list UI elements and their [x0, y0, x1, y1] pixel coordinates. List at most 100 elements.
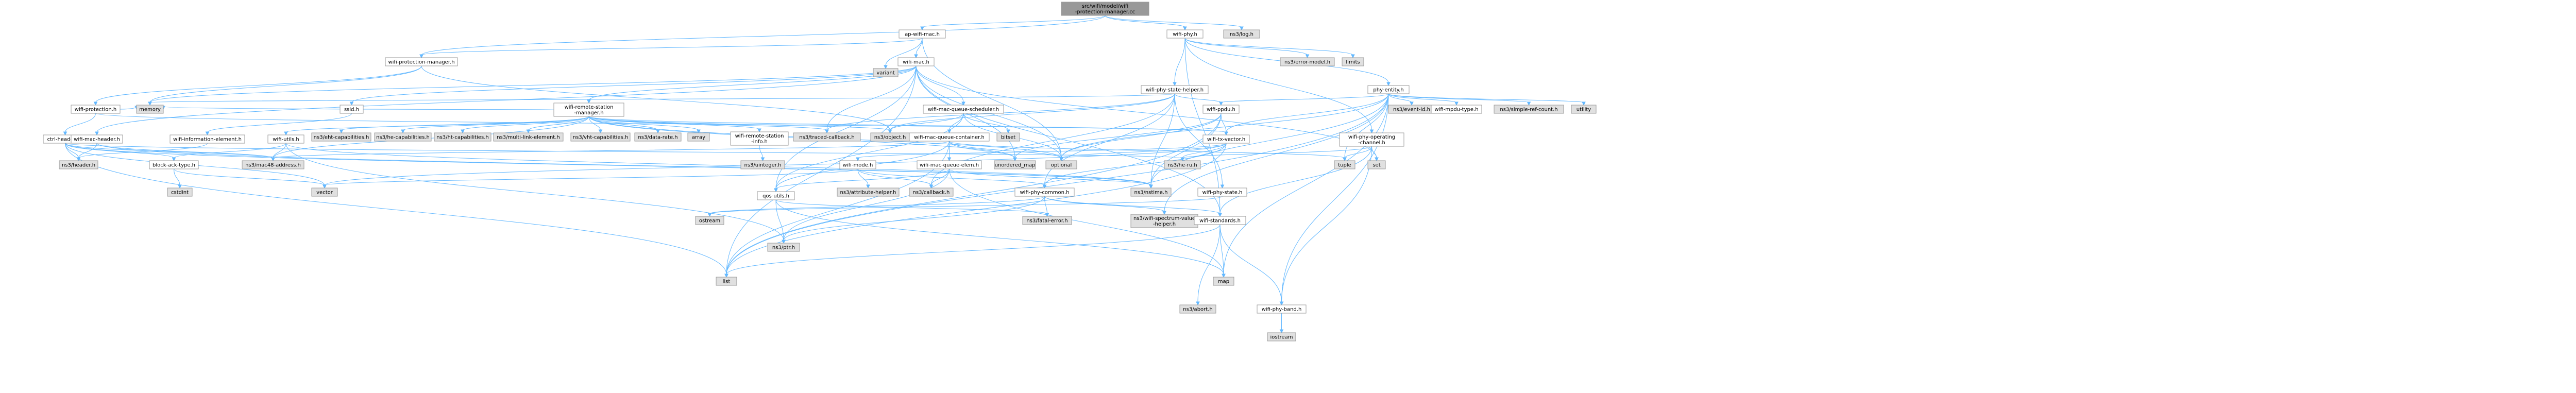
node-ns3-vht-capabilities[interactable]: ns3/vht-capabilities.h [570, 132, 631, 142]
node-box [1280, 57, 1335, 66]
node-box [1014, 187, 1075, 197]
edge-wifi_utils-to-block_ack_type [172, 143, 286, 162]
node-qos-utils[interactable]: qos-utils.h [757, 191, 795, 200]
node-box [909, 132, 990, 142]
node-optional[interactable]: optional [1045, 160, 1077, 169]
node-wifi-mac[interactable]: wifi-mac.h [897, 57, 935, 66]
node-box [311, 132, 371, 142]
node-bitset[interactable]: bitset [996, 132, 1020, 142]
node-map[interactable]: map [1213, 277, 1234, 286]
node-label: optional [1051, 163, 1072, 168]
edge-phy_entity-to-map [1222, 93, 1389, 278]
node-label: wifi-phy-band.h [1262, 307, 1302, 313]
node-wifi-phy-band[interactable]: wifi-phy-band.h [1257, 304, 1307, 314]
node-set[interactable]: set [1367, 160, 1386, 169]
node-label: map [1218, 279, 1229, 285]
edge-wifi_mode-to-wifi_phy_common [857, 168, 1047, 189]
node-wifi-mac-queue-scheduler[interactable]: wifi-mac-queue-scheduler.h [923, 105, 1004, 114]
node-ns3-callback[interactable]: ns3/callback.h [909, 187, 954, 197]
node-ns3-he-capabilities[interactable]: ns3/he-capabilities.h [374, 132, 432, 142]
node-vector[interactable]: vector [311, 187, 338, 197]
node-ns3-header[interactable]: ns3/header.h [59, 160, 98, 169]
node-ns3-ptr[interactable]: ns3/ptr.h [767, 243, 800, 252]
node-wifi-tx-vector[interactable]: wifi-tx-vector.h [1202, 134, 1250, 144]
node-ns3-multi-link-element[interactable]: ns3/multi-link-element.h [493, 132, 564, 142]
node-tuple[interactable]: tuple [1334, 160, 1355, 169]
node-wifi-phy[interactable]: wifi-phy.h [1166, 29, 1204, 39]
node-ns3-nstime[interactable]: ns3/nstime.h [1130, 187, 1172, 197]
node-ns3-attribute-helper[interactable]: ns3/attribute-helper.h [837, 187, 900, 197]
node-label: wifi-mode.h [843, 163, 873, 168]
node-ns3-event-id[interactable]: ns3/event-id.h [1388, 105, 1435, 114]
node-block-ack-type[interactable]: block-ack-type.h [149, 160, 199, 169]
node-array[interactable]: array [687, 132, 710, 142]
node-limits[interactable]: limits [1342, 57, 1364, 66]
node-list[interactable]: list [716, 277, 737, 286]
node-label: -helper.h [1153, 221, 1176, 227]
node-phy-entity[interactable]: phy-entity.h [1367, 85, 1410, 94]
node-wifi-mac-queue-elem[interactable]: wifi-mac-queue-elem.h [917, 160, 982, 169]
edge-phy_entity-to-wifi_mpdu_type [1388, 93, 1459, 106]
node-wifi-information-element[interactable]: wifi-information-element.h [170, 134, 245, 144]
node-ap-wifi-mac[interactable]: ap-wifi-mac.h [899, 29, 946, 39]
node-ns3-traced-callback[interactable]: ns3/traced-callback.h [793, 132, 861, 142]
node-wifi-phy-state[interactable]: wifi-phy-state.h [1197, 187, 1247, 197]
node-ns3-eht-capabilities[interactable]: ns3/eht-capabilities.h [311, 132, 371, 142]
node-wifi-utils[interactable]: wifi-utils.h [267, 134, 304, 144]
node-ns3-abort[interactable]: ns3/abort.h [1179, 304, 1216, 314]
node-iostream[interactable]: iostream [1267, 332, 1296, 341]
node-label: ns3/traced-callback.h [799, 135, 855, 141]
node-ns3-simple-ref-count[interactable]: ns3/simple-ref-count.h [1494, 105, 1564, 114]
node-ns3-object[interactable]: ns3/object.h [870, 132, 910, 142]
node-box [767, 243, 800, 252]
node-cstdint[interactable]: cstdint [167, 187, 193, 197]
node-ns3-mac48-address[interactable]: ns3/mac48-address.h [242, 160, 304, 169]
node-ns3-data-rate[interactable]: ns3/data-rate.h [634, 132, 682, 142]
node-wifi-mpdu-type[interactable]: wifi-mpdu-type.h [1431, 105, 1482, 114]
edge-ssid-to-wifi_information_element [205, 113, 352, 136]
node-wifi-phy-operating-channel[interactable]: wifi-phy-operating-channel.h [1339, 132, 1404, 147]
node-wifi-phy-state-helper[interactable]: wifi-phy-state-helper.h [1141, 85, 1209, 94]
edge-wifi_standards-to-map [1219, 224, 1226, 278]
edge-wifi_protection_manager-to-wifi_protection [93, 65, 422, 106]
node-ns3-wifi-spectrum-value-helper[interactable]: ns3/wifi-spectrum-value-helper.h [1130, 214, 1198, 228]
node-ns3-uinteger[interactable]: ns3/uinteger.h [740, 160, 785, 169]
node-variant[interactable]: variant [873, 68, 899, 77]
node-label: wifi-protection.h [75, 107, 116, 113]
node-memory[interactable]: memory [136, 105, 164, 114]
node-wifi-standards[interactable]: wifi-standards.h [1194, 216, 1246, 225]
node-box [1141, 85, 1209, 94]
node-wifi-ppdu[interactable]: wifi-ppdu.h [1202, 105, 1240, 114]
edge-wifi_remote_station_manager-to-ns3_vht_capabilities [588, 116, 603, 134]
node-ostream[interactable]: ostream [695, 216, 724, 225]
node-wifi-phy-common[interactable]: wifi-phy-common.h [1014, 187, 1075, 197]
node-ns3-he-ru[interactable]: ns3/he-ru.h [1164, 160, 1201, 169]
node-ns3-log[interactable]: ns3/log.h [1223, 29, 1260, 39]
node-label: ns3/fatal-error.h [1026, 218, 1067, 224]
node-box [242, 160, 304, 169]
edge-qos_utils-to-ns3_fatal_error [775, 199, 1049, 217]
node-box [1257, 304, 1307, 314]
node-wifi-protection-manager[interactable]: wifi-protection-manager.h [385, 57, 458, 66]
node-root: src/wifi/model/wifi-protection-manager.c… [1061, 2, 1149, 16]
node-ns3-ht-capabilities[interactable]: ns3/ht-capabilities.h [434, 132, 492, 142]
node-utility[interactable]: utility [1571, 105, 1597, 114]
node-ns3-error-model[interactable]: ns3/error-model.h [1280, 57, 1335, 66]
node-ssid[interactable]: ssid.h [340, 105, 364, 114]
edge-wifi_remote_station_manager-to-wifi_utils [284, 116, 589, 136]
node-wifi-remote-station-manager[interactable]: wifi-remote-station-manager.h [553, 102, 624, 117]
node-wifi-mode[interactable]: wifi-mode.h [839, 160, 876, 169]
node-label: -manager.h [574, 110, 603, 116]
node-wifi-mac-queue-container[interactable]: wifi-mac-queue-container.h [909, 132, 990, 142]
node-ns3-fatal-error[interactable]: ns3/fatal-error.h [1022, 216, 1072, 225]
node-wifi-remote-station-info[interactable]: wifi-remote-station-info.h [730, 131, 789, 146]
edge-wifi_mode-to-vector [323, 168, 858, 189]
node-unordered-map[interactable]: unordered_map [994, 160, 1036, 169]
node-label: ostream [699, 218, 720, 224]
node-label: wifi-mac-header.h [74, 137, 120, 143]
edge-wifi_phy_state_helper-to-memory [148, 93, 1175, 106]
node-label: ssid.h [344, 107, 359, 113]
node-wifi-mac-header[interactable]: wifi-mac-header.h [71, 134, 123, 144]
node-wifi-protection[interactable]: wifi-protection.h [71, 105, 121, 114]
node-box [1179, 304, 1216, 314]
